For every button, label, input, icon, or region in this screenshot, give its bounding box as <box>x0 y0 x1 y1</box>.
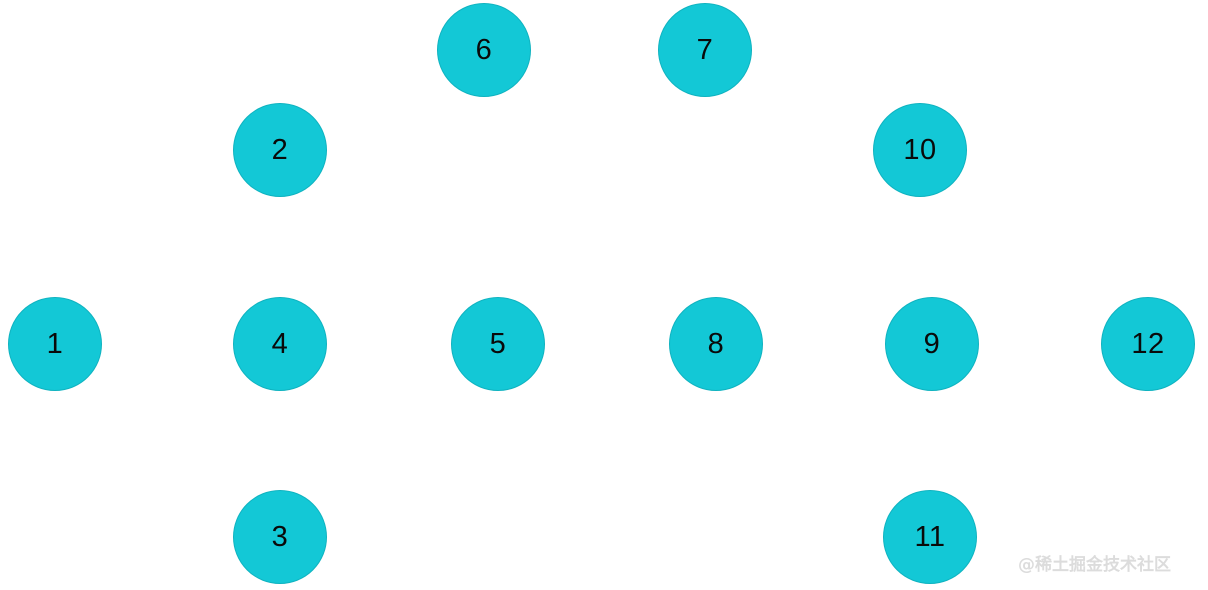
graph-node-9[interactable]: 9 <box>885 297 979 391</box>
graph-node-4[interactable]: 4 <box>233 297 327 391</box>
graph-node-10[interactable]: 10 <box>873 103 967 197</box>
graph-node-label: 7 <box>696 33 714 66</box>
graph-node-7[interactable]: 7 <box>658 3 752 97</box>
graph-node-label: 4 <box>271 327 289 360</box>
graph-node-1[interactable]: 1 <box>8 297 102 391</box>
graph-node-5[interactable]: 5 <box>451 297 545 391</box>
graph-node-label: 6 <box>475 33 493 66</box>
graph-node-12[interactable]: 12 <box>1101 297 1195 391</box>
watermark-label: @稀土掘金技术社区 <box>1018 555 1171 575</box>
graph-node-label: 1 <box>46 327 64 360</box>
graph-node-label: 12 <box>1131 327 1165 360</box>
graph-node-label: 9 <box>923 327 941 360</box>
graph-node-label: 3 <box>271 520 289 553</box>
graph-node-label: 10 <box>903 133 937 166</box>
graph-node-label: 8 <box>707 327 725 360</box>
graph-node-11[interactable]: 11 <box>883 490 977 584</box>
graph-node-label: 11 <box>914 520 946 553</box>
graph-node-3[interactable]: 3 <box>233 490 327 584</box>
graph-node-label: 5 <box>489 327 507 360</box>
graph-node-6[interactable]: 6 <box>437 3 531 97</box>
graph-node-label: 2 <box>271 133 289 166</box>
graph-node-2[interactable]: 2 <box>233 103 327 197</box>
graph-node-8[interactable]: 8 <box>669 297 763 391</box>
